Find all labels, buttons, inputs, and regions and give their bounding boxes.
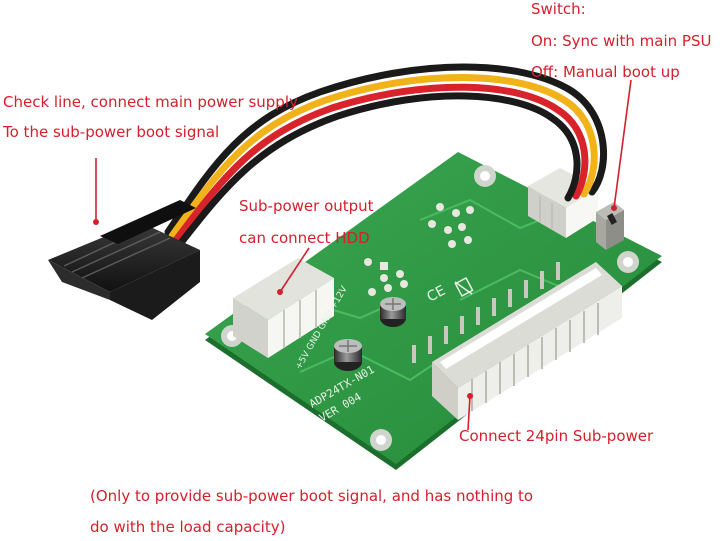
pointer-line-switch: [613, 79, 632, 209]
sub-output-label-1: Sub-power output: [239, 197, 374, 215]
sync-switch: [596, 202, 624, 250]
disposal-mark: [454, 276, 474, 298]
pointer-line-hdd: [279, 247, 310, 293]
solder-pads-top: [428, 203, 474, 248]
check-line-label-2: To the sub-power boot signal: [3, 123, 220, 141]
sata-power-connector: [48, 200, 200, 320]
sub-output-label-2: can connect HDD: [239, 229, 370, 247]
mounting-hole-bottom: [370, 429, 392, 451]
pointer-line-24pin: [467, 395, 471, 431]
molex-output-connector: [233, 258, 334, 358]
pointer-dots: [93, 205, 617, 399]
capacitor-top: [380, 297, 406, 327]
ce-mark: CE: [424, 283, 448, 306]
mounting-hole-right: [617, 251, 639, 273]
solder-pads-middle: [364, 258, 408, 296]
switch-on-label: On: Sync with main PSU: [531, 32, 712, 50]
atx-24pin-connector: [432, 262, 622, 420]
note-line-2: do with the load capacity): [90, 518, 286, 536]
check-line-label-1: Check line, connect main power supply: [3, 93, 298, 111]
signal-header-connector: [528, 168, 598, 238]
switch-title: Switch:: [531, 0, 586, 18]
pcb-board: [205, 152, 662, 470]
pointer-lines: [95, 79, 632, 431]
pin-header-row: [412, 262, 560, 363]
svg-text:CE: CE: [424, 283, 448, 306]
switch-off-label: Off: Manual boot up: [531, 63, 680, 81]
mounting-hole-top: [474, 165, 496, 187]
power-cable: [164, 63, 608, 248]
note-line-1: (Only to provide sub-power boot signal, …: [90, 487, 534, 505]
capacitor-bottom: [334, 339, 362, 371]
connect-24pin-label: Connect 24pin Sub-power: [459, 427, 654, 445]
